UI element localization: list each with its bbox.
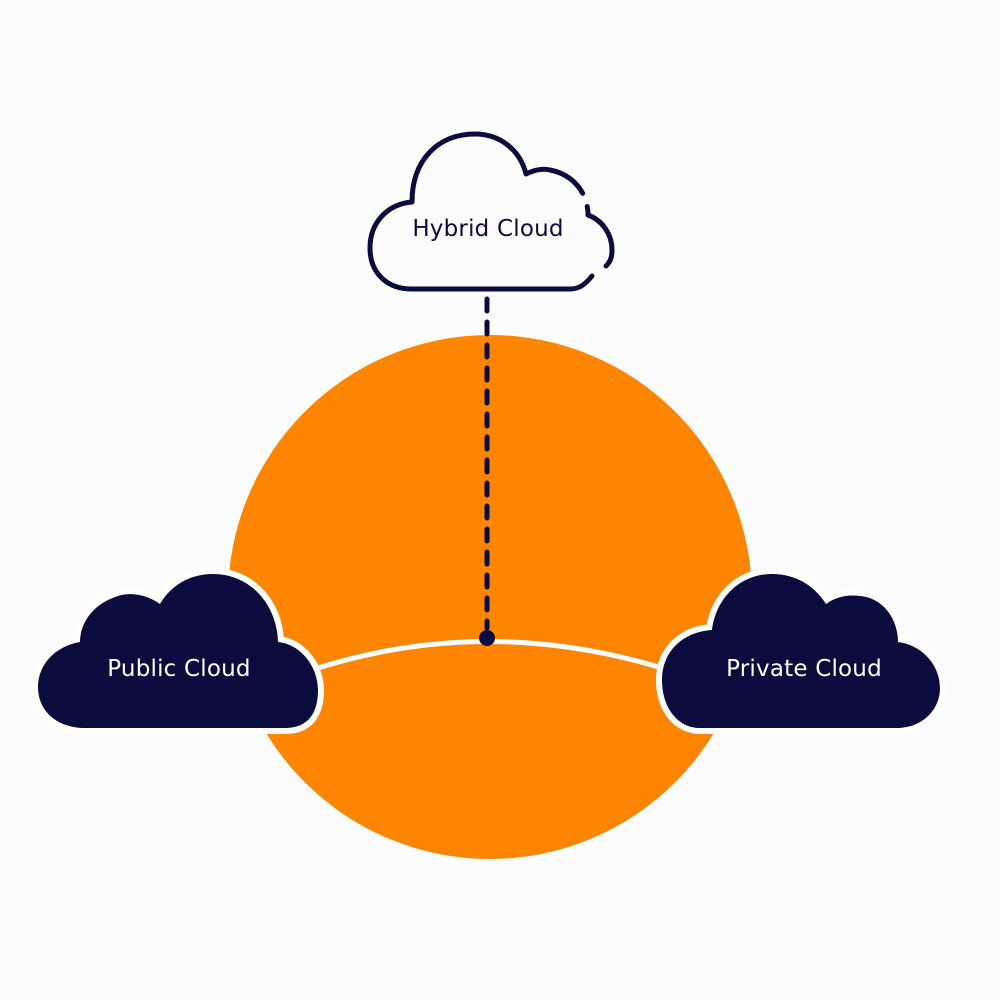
private-cloud-shape [662, 574, 940, 728]
orange-sphere [228, 335, 752, 859]
hybrid-cloud: Hybrid Cloud [367, 131, 615, 292]
hybrid-cloud-outline [367, 131, 615, 292]
hybrid-cloud-label: Hybrid Cloud [412, 216, 563, 242]
connector-endpoint-dot [479, 630, 495, 646]
public-cloud-label: Public Cloud [107, 656, 250, 682]
private-cloud-label: Private Cloud [726, 656, 882, 682]
public-cloud: Public Cloud [32, 568, 324, 734]
public-cloud-shape [38, 574, 318, 728]
private-cloud: Private Cloud [656, 568, 946, 734]
